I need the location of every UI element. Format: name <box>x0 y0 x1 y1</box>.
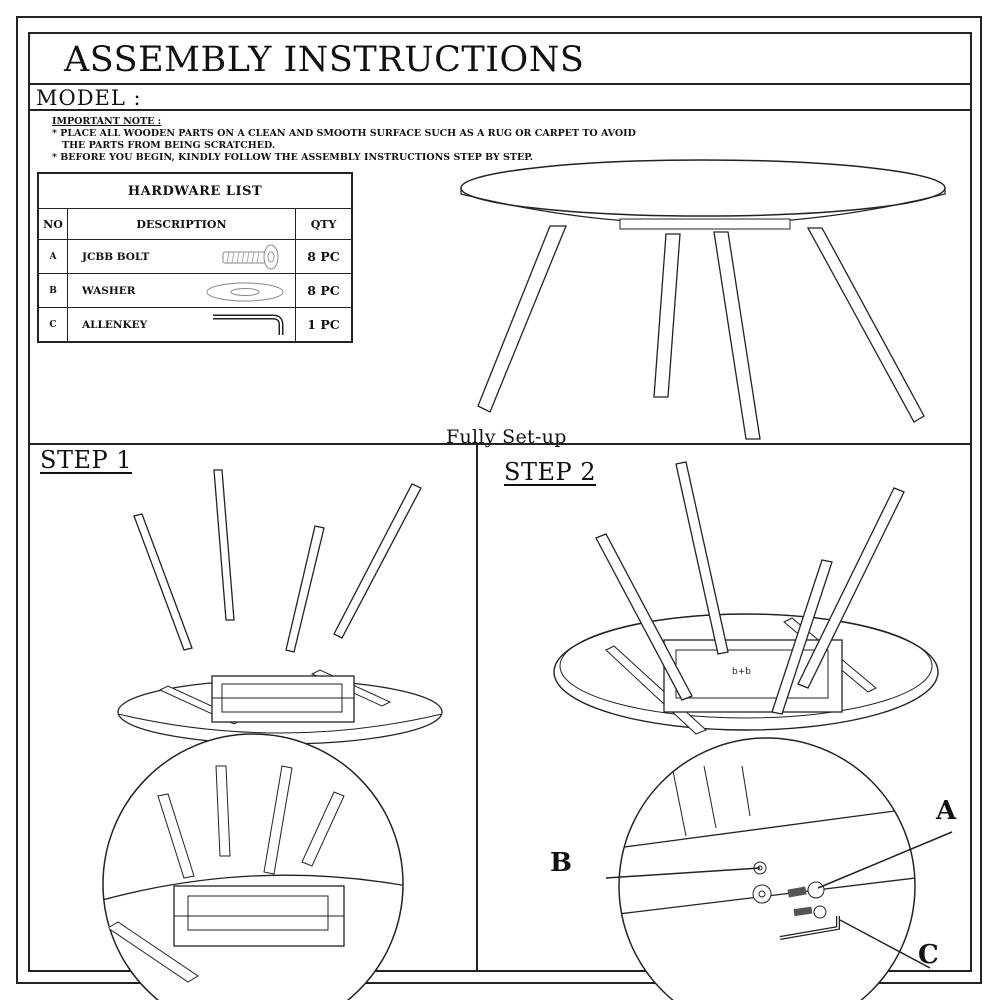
step-2-assembly-illustration: b+b <box>553 461 939 735</box>
item-description-text: JCBB BOLT <box>82 250 150 263</box>
svg-text:b+b: b+b <box>732 667 751 677</box>
item-qty: 8 PC <box>295 239 353 274</box>
item-no: A <box>37 239 68 274</box>
step-1-detail-circle <box>102 733 404 1000</box>
callout-a: A <box>936 796 957 826</box>
allen-key-icon <box>213 314 284 335</box>
item-description: ALLENKEY <box>67 307 296 343</box>
callout-b: B <box>550 848 572 878</box>
bolt-icon <box>222 244 279 270</box>
hardware-list-title: HARDWARE LIST <box>37 172 353 209</box>
fully-setup-table-illustration <box>460 159 946 440</box>
note-line-1: * PLACE ALL WOODEN PARTS ON A CLEAN AND … <box>52 128 636 139</box>
table-row: B WASHER 8 PC <box>37 273 353 308</box>
hardware-list-table: HARDWARE LIST NO DESCRIPTION QTY A JCBB … <box>37 172 353 343</box>
section-divider <box>30 443 970 445</box>
item-qty: 1 PC <box>295 307 353 343</box>
fully-setup-caption: Fully Set-up <box>446 426 567 448</box>
important-note: IMPORTANT NOTE : * PLACE ALL WOODEN PART… <box>52 116 636 164</box>
note-heading: IMPORTANT NOTE : <box>52 116 162 127</box>
item-no: C <box>37 307 68 343</box>
column-header-qty: QTY <box>295 208 353 240</box>
column-header-description: DESCRIPTION <box>67 208 296 240</box>
step-2-label: STEP 2 <box>504 458 597 486</box>
table-row: C ALLENKEY 1 PC <box>37 307 353 343</box>
instruction-sheet: ASSEMBLY INSTRUCTIONS MODEL : IMPORTANT … <box>16 16 982 1000</box>
step-divider <box>476 443 478 972</box>
item-description-text: WASHER <box>82 284 136 297</box>
page-title: ASSEMBLY INSTRUCTIONS <box>64 40 585 80</box>
item-description: JCBB BOLT <box>67 239 296 274</box>
sheet-frame: ASSEMBLY INSTRUCTIONS MODEL : IMPORTANT … <box>28 32 972 1000</box>
step-2-detail-circle <box>605 737 953 1000</box>
callout-c: C <box>918 940 939 970</box>
washer-icon <box>206 282 284 302</box>
note-line-1-continued: THE PARTS FROM BEING SCRATCHED. <box>62 140 276 151</box>
note-line-2: * BEFORE YOU BEGIN, KINDLY FOLLOW THE AS… <box>52 152 534 163</box>
step-1-label: STEP 1 <box>40 446 133 474</box>
item-description-text: ALLENKEY <box>82 318 148 331</box>
item-no: B <box>37 273 68 308</box>
item-qty: 8 PC <box>295 273 353 308</box>
column-header-no: NO <box>37 208 68 240</box>
item-description: WASHER <box>67 273 296 308</box>
table-row: A JCBB BOLT 8 PC <box>37 239 353 274</box>
model-label: MODEL : <box>36 86 142 110</box>
step-1-exploded-illustration <box>117 469 443 745</box>
model-row: MODEL : <box>30 83 970 111</box>
